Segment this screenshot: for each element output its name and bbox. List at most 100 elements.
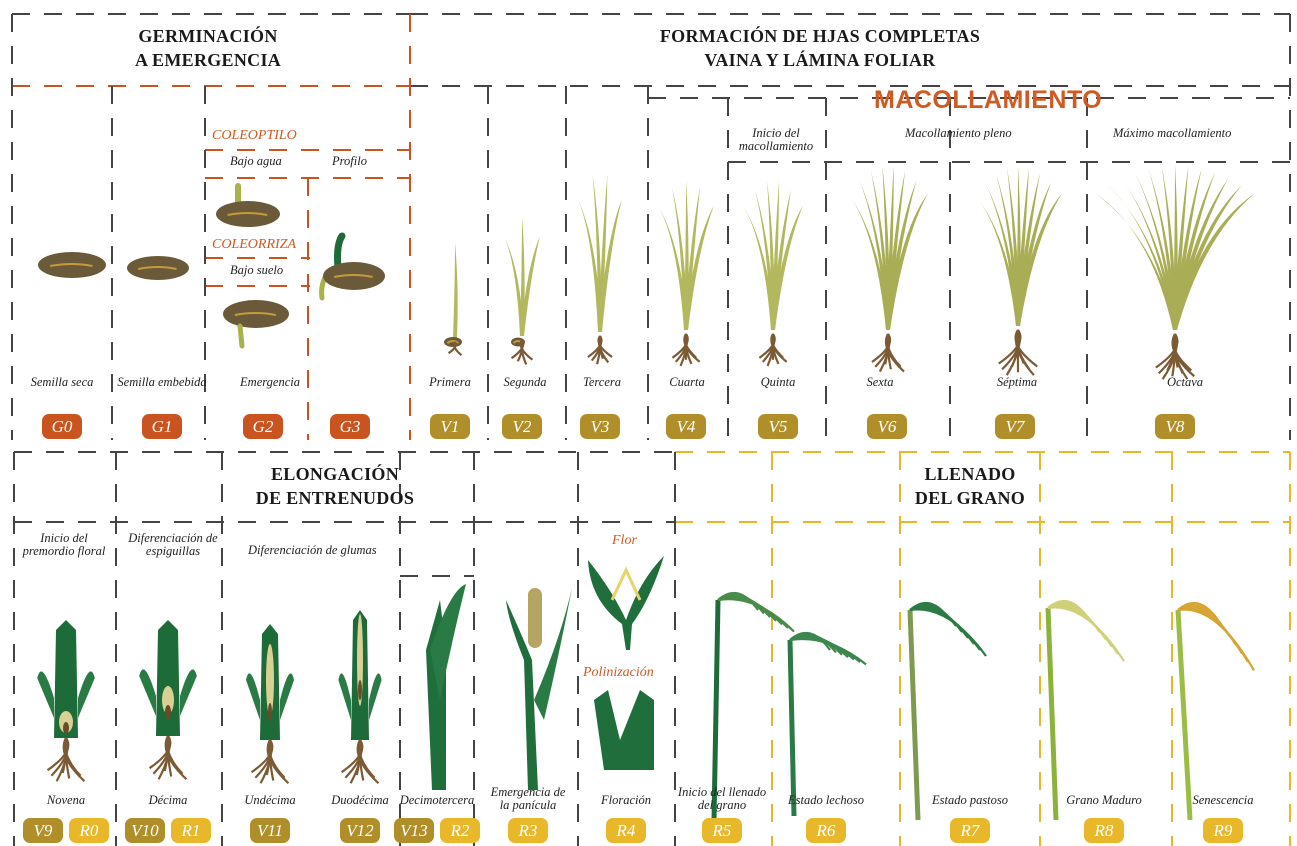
label-inicio-premordio: Inicio del premordio floral (14, 532, 114, 558)
bottom-stage-badge-R9: R9 (1203, 818, 1243, 843)
label-polinizacion: Polinización (583, 666, 654, 679)
bottom-stage-name-11: Senescencia (1163, 794, 1283, 807)
section-title-germinacion-line2: A EMERGENCIA (108, 48, 308, 72)
top-stage-badge-V6: V6 (867, 414, 907, 439)
plant-v12-roots (342, 740, 379, 783)
top-stage-badge-V2: V2 (502, 414, 542, 439)
bottom-stage-badge-R2: R2 (440, 818, 480, 843)
section-title-llenado-line2: DEL GRANO (880, 486, 1060, 510)
bottom-stage-badge-V13: V13 (394, 818, 434, 843)
coleorhiza-g2 (240, 326, 242, 346)
plant-r7 (910, 603, 986, 820)
seed-g1 (127, 256, 189, 280)
top-stage-name-11: Octava (1125, 376, 1245, 389)
section-title-elongacion: ELONGACIÓN DE ENTRENUDOS (220, 462, 450, 510)
top-stage-name-10: Séptima (957, 376, 1077, 389)
label-profilo: Profilo (332, 155, 367, 168)
plant-v11-roots (252, 740, 289, 783)
label-maximo-macollamiento: Máximo macollamiento (1113, 127, 1231, 140)
top-stage-badge-V8: V8 (1155, 414, 1195, 439)
section-title-macollamiento: MACOLLAMIENTO (874, 86, 1102, 115)
section-title-formacion-line2: VAINA Y LÁMINA FOLIAR (560, 48, 1080, 72)
plant-v10-roots (150, 736, 187, 779)
plant-v9-roots (48, 738, 85, 781)
top-stage-name-2: Emergencia (210, 376, 330, 389)
plant-v11-mark-1 (268, 703, 272, 721)
bottom-stage-name-11-line-0: Senescencia (1163, 794, 1283, 807)
bottom-stage-name-10-line-0: Grano Maduro (1044, 794, 1164, 807)
section-title-llenado: LLENADO DEL GRANO (880, 462, 1060, 510)
top-stage-badge-V1: V1 (430, 414, 470, 439)
plant-r6-branch-6 (790, 639, 866, 664)
plant-v11 (246, 624, 294, 740)
plant-v7-roots (999, 330, 1037, 375)
top-stage-name-1: Semilla embebida (102, 376, 222, 389)
top-stage-badge-G0: G0 (42, 414, 82, 439)
plant-v4 (658, 180, 714, 330)
top-stage-badge-G3: G3 (330, 414, 370, 439)
bottom-stage-name-10: Grano Maduro (1044, 794, 1164, 807)
top-stage-badge-V7: V7 (995, 414, 1035, 439)
bottom-stage-badge-R4: R4 (606, 818, 646, 843)
bottom-stage-badge-R6: R6 (806, 818, 846, 843)
plant-r7-stem (910, 610, 918, 820)
seed-g0 (38, 252, 106, 278)
plant-v3 (578, 175, 622, 332)
top-stage-badge-V3: V3 (580, 414, 620, 439)
bottom-stage-badge-R7: R7 (950, 818, 990, 843)
label-bajo-suelo: Bajo suelo (230, 264, 283, 277)
plant-v6-roots (872, 334, 904, 372)
bottom-stage-badge-R0: R0 (69, 818, 109, 843)
plant-v5-roots (759, 334, 786, 366)
plant-r4-pollination (594, 690, 654, 770)
plant-r7-branch-5 (910, 609, 980, 650)
label-dif-espiguillas: Diferenciación de espiguillas (118, 532, 228, 558)
plant-v3-roots (588, 336, 612, 364)
top-stage-badge-V5: V5 (758, 414, 798, 439)
plant-v9-leaf-r (78, 671, 95, 718)
top-stage-badge-G1: G1 (142, 414, 182, 439)
plant-v1 (453, 243, 458, 338)
plant-v6 (848, 166, 928, 330)
plant-v12-leaf-l (338, 673, 351, 720)
plant-v1-leaf-0 (453, 243, 458, 338)
section-title-elongacion-line2: DE ENTRENUDOS (220, 486, 450, 510)
bottom-stage-badge-R3: R3 (508, 818, 548, 843)
plant-v11-leaf-l (246, 673, 260, 720)
bottom-stage-name-9: Estado pastoso (910, 794, 1030, 807)
plant-v4-roots (672, 334, 699, 366)
plant-v1-seed (444, 337, 462, 347)
bottom-stage-name-8: Estado lechoso (766, 794, 886, 807)
plant-v12 (338, 610, 381, 740)
top-stage-name-9: Sexta (820, 376, 940, 389)
plant-v9-leaf-l (37, 671, 54, 718)
label-coleorriza: COLEORRIZA (212, 238, 296, 251)
plant-r8-stem (1048, 608, 1056, 820)
seed-g2-suelo (223, 300, 289, 328)
plant-r8 (1048, 601, 1124, 820)
label-flor: Flor (612, 534, 637, 547)
plant-v8-roots (1156, 334, 1194, 379)
plant-v10-leaf-r (180, 669, 197, 716)
label-inicio-macollamiento-l2: macollamiento (728, 140, 824, 153)
plant-v5 (743, 181, 803, 330)
label-bajo-agua: Bajo agua (230, 155, 282, 168)
bottom-stage-name-8-line-0: Estado lechoso (766, 794, 886, 807)
section-title-formacion-line1: FORMACIÓN DE HJAS COMPLETAS (560, 24, 1080, 48)
plant-v11-leaf-r (280, 673, 294, 720)
plant-v8 (1095, 165, 1255, 330)
label-dif-espiguillas-l2: espiguillas (118, 545, 228, 558)
plant-v12-leaf-r (369, 673, 382, 720)
plant-r3-panicle (528, 588, 542, 648)
plant-r9 (1178, 603, 1254, 820)
bottom-stage-name-9-line-0: Estado pastoso (910, 794, 1030, 807)
section-title-elongacion-line1: ELONGACIÓN (220, 462, 450, 486)
plant-r5-branch-6 (718, 599, 794, 631)
plant-r4-stamens (612, 570, 640, 600)
top-stage-badge-G2: G2 (243, 414, 283, 439)
plant-v12-mark-1 (358, 680, 362, 700)
bottom-stage-badge-R1: R1 (171, 818, 211, 843)
top-stage-badge-V4: V4 (666, 414, 706, 439)
label-dif-glumas: Diferenciación de glumas (248, 544, 377, 557)
